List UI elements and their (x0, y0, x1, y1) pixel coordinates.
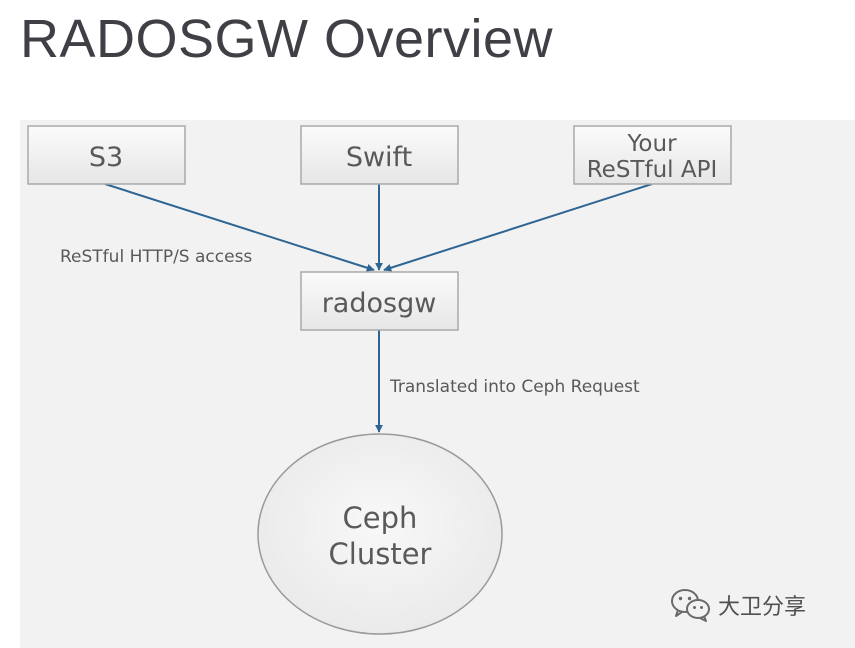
node-s3: S3 (27, 125, 186, 185)
wechat-icon (671, 589, 710, 622)
edge-s3-to-radosgw (104, 183, 375, 272)
node-radosgw-label: radosgw (322, 288, 437, 319)
page-title: RADOSGW Overview (20, 9, 554, 69)
node-swift-label: Swift (346, 142, 412, 173)
watermark: 大卫分享 (670, 585, 806, 625)
node-your-api-label-line1: Your (626, 131, 677, 157)
edge-label-translated: Translated into Ceph Request (389, 377, 640, 397)
node-ceph-label-line2: Cluster (329, 537, 432, 571)
watermark-text: 大卫分享 (718, 595, 807, 620)
edge-api-to-radosgw (383, 183, 653, 272)
node-ceph-label-line1: Ceph (343, 501, 418, 535)
node-your-api-label-line2: ReSTful API (587, 157, 718, 183)
node-ceph-cluster: Ceph Cluster (257, 433, 503, 635)
node-s3-label: S3 (89, 142, 123, 173)
node-swift: Swift (300, 125, 459, 185)
edge-label-http-access: ReSTful HTTP/S access (60, 247, 252, 267)
node-radosgw: radosgw (300, 271, 459, 331)
node-your-restful-api: Your ReSTful API (573, 125, 732, 185)
